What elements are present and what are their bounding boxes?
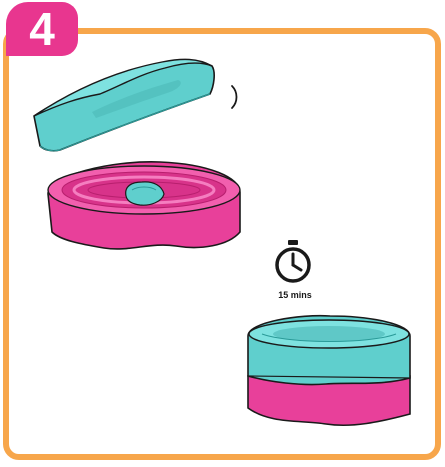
timer-label: 15 mins — [262, 290, 328, 300]
stopwatch-icon — [277, 240, 309, 281]
rotate-arrow-icon — [232, 86, 237, 108]
lid-open-illustration — [34, 59, 214, 150]
closed-container-illustration — [248, 316, 410, 426]
base-open-illustration — [48, 162, 240, 249]
